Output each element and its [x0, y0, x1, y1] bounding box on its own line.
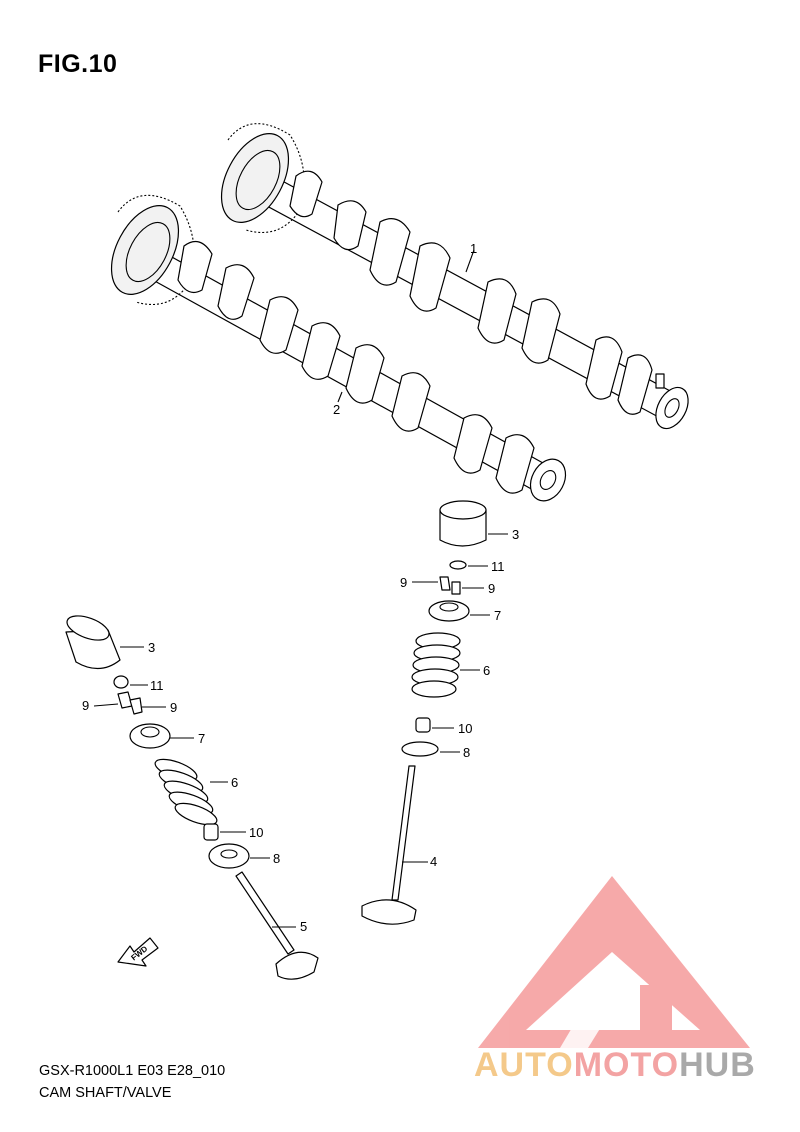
callout-2: 2: [333, 402, 340, 417]
section-name: CAM SHAFT/VALVE: [39, 1085, 172, 1101]
callout-7-left: 7: [198, 731, 205, 746]
fwd-direction-arrow: FWD: [117, 937, 159, 967]
valve-stack-exhaust: 3 11 9 9 7: [361, 500, 519, 925]
spring-6-right: 6: [411, 632, 490, 698]
cotters-9-left: 9 9: [82, 691, 177, 715]
callout-9-right-a: 9: [400, 575, 407, 590]
callout-11-left: 11: [150, 678, 164, 693]
watermark-auto: AUTO: [474, 1046, 574, 1084]
callout-6-left: 6: [231, 775, 238, 790]
retainer-7-right: 7: [428, 600, 501, 623]
callout-3-left: 3: [148, 640, 155, 655]
callout-8-left: 8: [273, 851, 280, 866]
callout-10-right: 10: [458, 721, 472, 736]
callout-4: 4: [430, 854, 437, 869]
callout-11-right: 11: [491, 559, 505, 574]
callout-3-right: 3: [512, 527, 519, 542]
callout-5: 5: [300, 919, 307, 934]
figure-title: FIG.10: [38, 50, 118, 78]
valve-5-intake: 5: [235, 871, 319, 980]
spring-6-left: 6: [154, 758, 238, 826]
callout-9-right-b: 9: [488, 581, 495, 596]
stem-seal-10-left: 10: [203, 823, 263, 841]
camshaft-2-intake: 2: [110, 194, 567, 502]
watermark-hub: HUB: [679, 1046, 756, 1084]
spring-seat-8-right: 8: [401, 741, 470, 760]
shim-11-right: 11: [449, 559, 505, 574]
stem-seal-10-right: 10: [415, 717, 472, 736]
callout-9-left-b: 9: [170, 700, 177, 715]
shim-11-left: 11: [113, 675, 164, 693]
callout-7-right: 7: [494, 608, 501, 623]
tappet-3-right: 3: [439, 500, 519, 547]
watermark-logo: [478, 876, 750, 1048]
watermark-moto: MOTO: [573, 1046, 680, 1084]
spring-seat-8-left: 8: [208, 843, 280, 869]
callout-1: 1: [470, 241, 477, 256]
callout-6-right: 6: [483, 663, 490, 678]
cotters-9-right: 9 9: [400, 575, 495, 596]
valve-stack-intake: 3 11 9 9 7: [65, 615, 319, 980]
callout-8-right: 8: [463, 745, 470, 760]
valve-4-exhaust: 4: [361, 765, 437, 925]
retainer-7-left: 7: [129, 723, 205, 749]
camshaft-1-exhaust: 1: [220, 123, 689, 430]
callout-9-left-a: 9: [82, 698, 89, 713]
tappet-3-left: 3: [65, 615, 155, 670]
watermark-text: AUTOMOTOHUB: [474, 1046, 756, 1085]
callout-10-left: 10: [249, 825, 263, 840]
model-code: GSX-R1000L1 E03 E28_010: [39, 1063, 226, 1079]
